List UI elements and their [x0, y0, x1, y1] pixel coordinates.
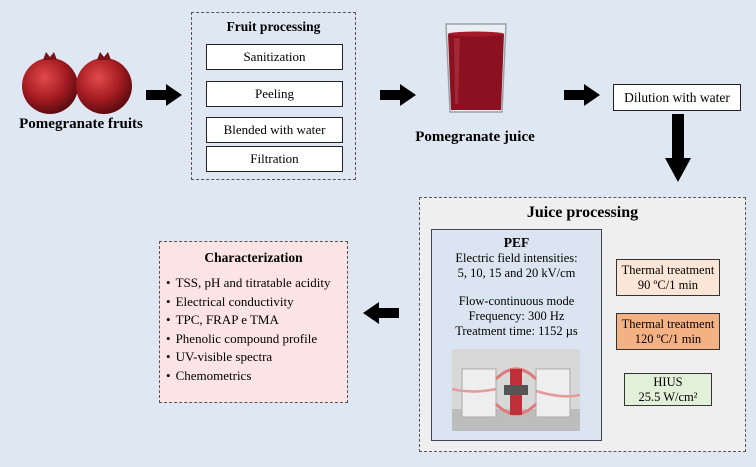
hius-box: HIUS 25.5 W/cm² — [624, 373, 712, 406]
thermal-treatment-120-box: Thermal treatment 120 ºC/1 min — [616, 313, 720, 350]
list-item: TPC, FRAP e TMA — [166, 311, 330, 330]
characterization-box: Characterization TSS, pH and titratable … — [159, 241, 348, 403]
dilution-box: Dilution with water — [613, 84, 741, 111]
hius-power: 25.5 W/cm² — [638, 389, 698, 404]
thermal-90-label: Thermal treatment — [621, 262, 715, 277]
thermal-120-condition: 120 ºC/1 min — [634, 331, 702, 346]
arrow-left-icon — [363, 302, 399, 324]
pef-field-values: 5, 10, 15 and 20 kV/cm — [457, 266, 576, 280]
pomegranate-fruits-label: Pomegranate fruits — [19, 116, 143, 132]
arrow-right-icon — [380, 84, 416, 106]
step-sanitization: Sanitization — [206, 44, 343, 70]
thermal-90-condition: 90 ºC/1 min — [637, 277, 699, 292]
pef-frequency: Frequency: 300 Hz — [468, 309, 565, 323]
list-item: Phenolic compound profile — [166, 330, 330, 349]
list-item: TSS, pH and titratable acidity — [166, 274, 331, 293]
pomegranate-fruits-image — [22, 52, 132, 114]
juice-processing-title: Juice processing — [526, 204, 639, 221]
pomegranate-icon — [76, 52, 132, 114]
pef-mode: Flow-continuous mode — [458, 294, 575, 308]
fruit-processing-title: Fruit processing — [226, 19, 321, 34]
thermal-treatment-90-box: Thermal treatment 90 ºC/1 min — [616, 259, 720, 296]
juice-processing-box: Juice processing PEF Electric field inte… — [419, 197, 746, 452]
thermal-120-label: Thermal treatment — [621, 316, 715, 331]
characterization-list: TSS, pH and titratable acidity Electrica… — [166, 274, 331, 386]
pef-box: PEF Electric field intensities: 5, 10, 1… — [431, 229, 602, 441]
hius-label: HIUS — [653, 374, 683, 389]
list-item: UV-visible spectra — [166, 348, 330, 367]
arrow-right-icon — [146, 84, 182, 106]
list-item: Chemometrics — [166, 367, 330, 386]
pef-field-label: Electric field intensities: — [455, 251, 578, 265]
step-blended-with-water: Blended with water — [206, 117, 343, 143]
characterization-title: Characterization — [204, 250, 303, 265]
pomegranate-icon — [22, 52, 78, 114]
pef-apparatus-image — [452, 349, 580, 431]
list-item: Electrical conductivity — [166, 293, 330, 312]
step-filtration: Filtration — [206, 146, 343, 172]
juice-beaker-image — [445, 23, 507, 113]
pomegranate-juice-label: Pomegranate juice — [415, 129, 535, 145]
step-peeling: Peeling — [206, 81, 343, 107]
pef-title: PEF — [503, 235, 530, 250]
fruit-processing-box: Fruit processing Sanitization Peeling Bl… — [191, 12, 356, 180]
arrow-down-icon — [665, 114, 691, 182]
arrow-right-icon — [564, 84, 600, 106]
pef-treatment-time: Treatment time: 1152 µs — [455, 324, 578, 338]
